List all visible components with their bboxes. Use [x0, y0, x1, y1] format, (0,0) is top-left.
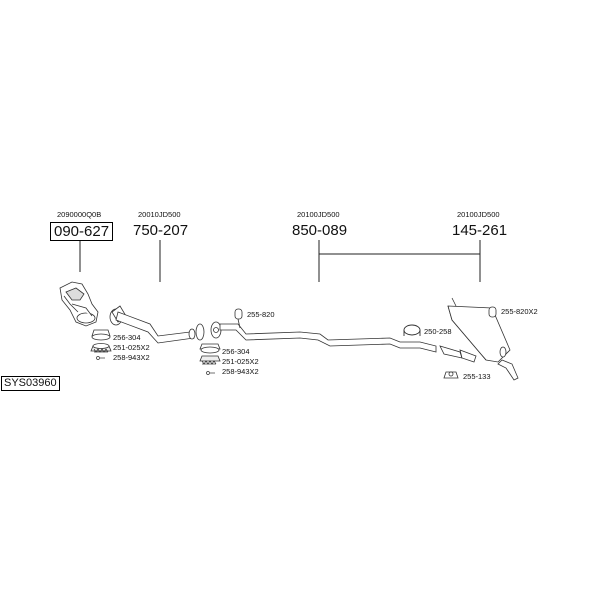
oem-code-750-207: 20010JD500: [138, 210, 181, 219]
part-number-145-261[interactable]: 145-261: [452, 222, 508, 239]
spring-a: [93, 348, 109, 353]
spring-b: [201, 360, 217, 365]
callout-250-258[interactable]: 250-258: [424, 327, 452, 336]
callout-256-304-a[interactable]: 256-304: [113, 333, 141, 342]
front-pipe: [109, 305, 196, 344]
bolt-b: [206, 371, 215, 375]
gasket-set-a: [90, 329, 112, 352]
callout-251-025x2-a[interactable]: 251-025X2: [113, 343, 150, 352]
gasket-set-b: [199, 343, 221, 362]
callout-258-943x2-b[interactable]: 258-943X2: [222, 367, 259, 376]
part-number-750-207[interactable]: 750-207: [133, 222, 189, 239]
oem-code-850-089: 20100JD500: [297, 210, 340, 219]
callout-251-025x2-b[interactable]: 251-025X2: [222, 357, 259, 366]
oem-code-090-627: 2090000Q0B: [57, 210, 102, 219]
flange-joint: [195, 321, 222, 341]
part-number-090-627[interactable]: 090-627: [50, 222, 114, 241]
hanger-255-820: [234, 308, 243, 329]
callout-258-943x2-a[interactable]: 258-943X2: [113, 353, 150, 362]
mount-255-133: [443, 371, 459, 379]
clamp-250-258: [403, 324, 421, 336]
part-number-850-089[interactable]: 850-089: [292, 222, 348, 239]
bolt-a: [96, 356, 105, 360]
callout-255-133[interactable]: 255-133: [463, 372, 491, 381]
hanger-255-820x2: [488, 306, 497, 318]
rear-silencer: [439, 297, 519, 381]
callout-255-820x2[interactable]: 255-820X2: [501, 307, 538, 316]
catalytic-converter: [59, 281, 99, 327]
callout-255-820[interactable]: 255-820: [247, 310, 275, 319]
middle-pipe: [219, 323, 437, 353]
system-id-label: SYS03960: [1, 376, 60, 391]
oem-code-145-261: 20100JD500: [457, 210, 500, 219]
callout-256-304-b[interactable]: 256-304: [222, 347, 250, 356]
